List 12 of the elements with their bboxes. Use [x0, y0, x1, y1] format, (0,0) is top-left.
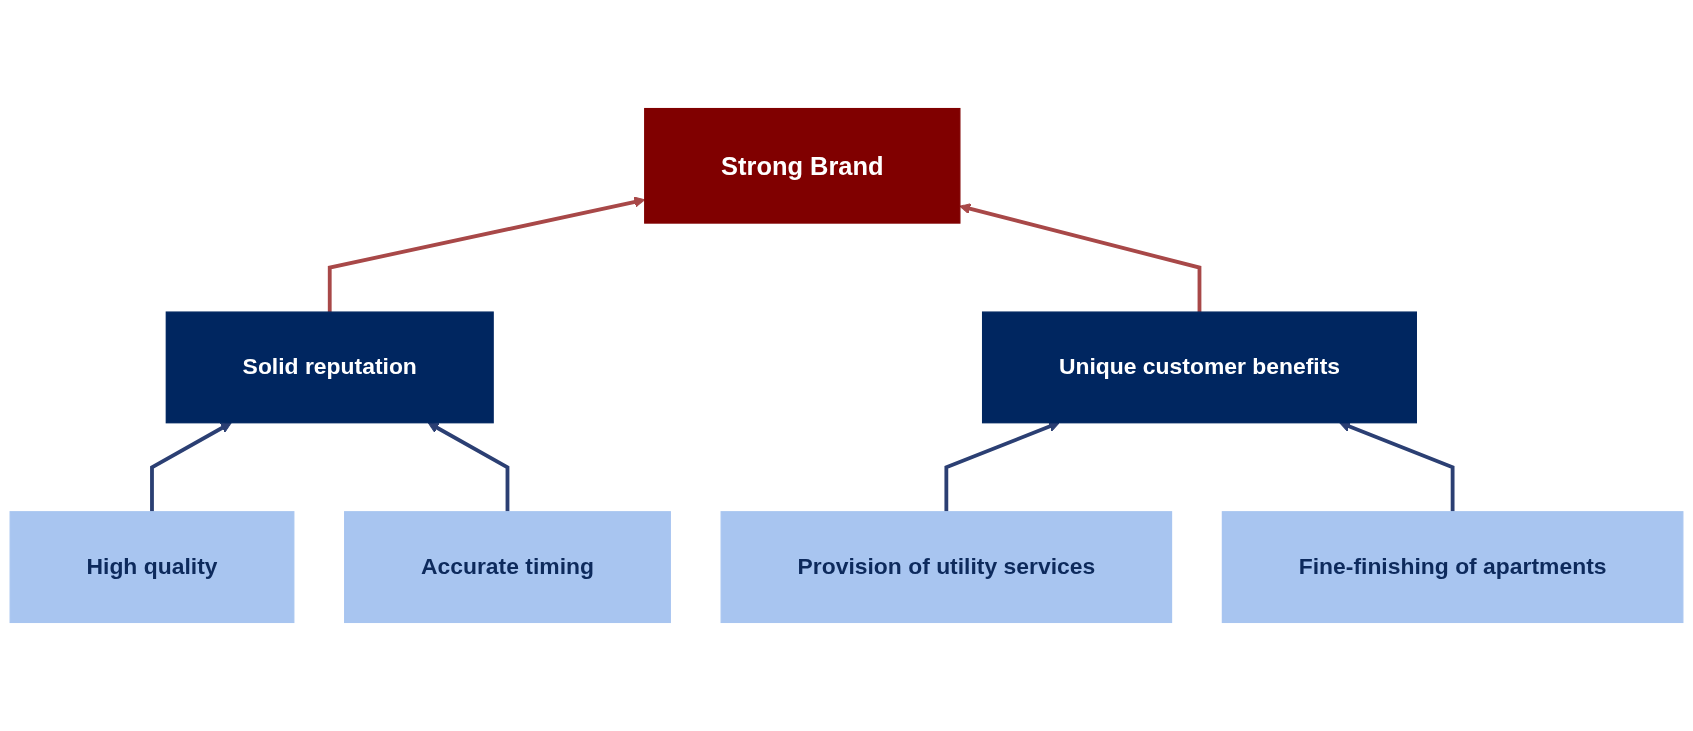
node-box: Solid reputation: [165, 311, 494, 424]
arrow: [427, 422, 510, 512]
arrow: [944, 421, 1060, 512]
node-box: Accurate timing: [344, 511, 671, 624]
node-box: Strong Brand: [644, 107, 961, 224]
node-box: Fine-finishing of apartments: [1221, 511, 1684, 624]
node-box: Provision of utility services: [720, 511, 1173, 624]
arrow: [150, 422, 232, 512]
arrow: [1339, 421, 1455, 512]
node-box: Unique customer benefits: [981, 311, 1417, 424]
node-box: High quality: [9, 511, 295, 624]
arrow: [959, 203, 1202, 313]
